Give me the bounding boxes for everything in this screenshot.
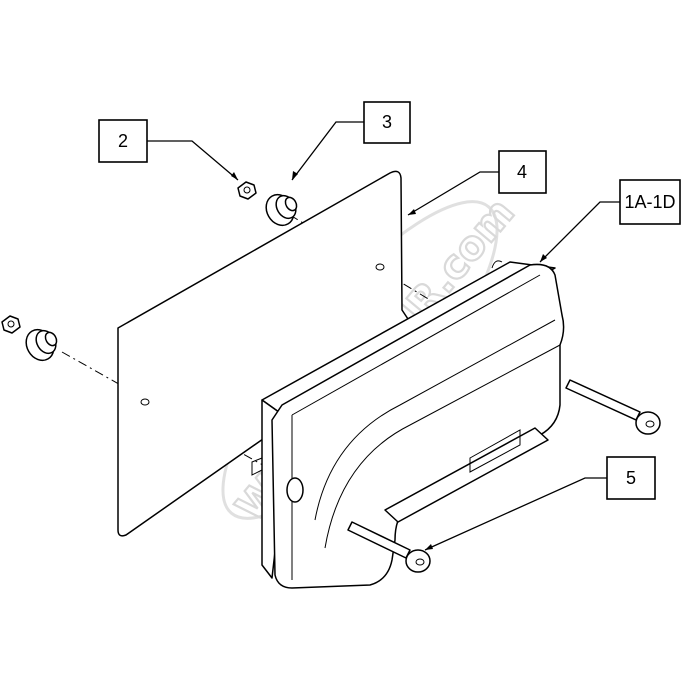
nut-upper bbox=[237, 181, 257, 200]
callout-4: 4 bbox=[498, 150, 547, 194]
controller-housing bbox=[251, 260, 565, 589]
screw-lower bbox=[347, 521, 431, 573]
callout-1a-1d: 1A-1D bbox=[619, 179, 681, 225]
callout-3: 3 bbox=[363, 101, 411, 144]
plate-hole-upper bbox=[375, 263, 385, 271]
leader-lines bbox=[147, 121, 620, 551]
callout-2: 2 bbox=[98, 119, 148, 163]
callout-4-label: 4 bbox=[517, 162, 527, 182]
grommet-upper bbox=[265, 193, 298, 227]
grommet-lower bbox=[25, 328, 58, 362]
callout-5: 5 bbox=[606, 456, 656, 500]
plate-hole-lower bbox=[140, 398, 150, 406]
callout-5-label: 5 bbox=[626, 468, 636, 488]
screw-upper bbox=[565, 379, 661, 435]
nut-lower bbox=[1, 315, 21, 334]
callout-3-label: 3 bbox=[382, 112, 392, 132]
callout-1a-1d-label: 1A-1D bbox=[624, 192, 675, 212]
callout-2-label: 2 bbox=[118, 131, 128, 151]
